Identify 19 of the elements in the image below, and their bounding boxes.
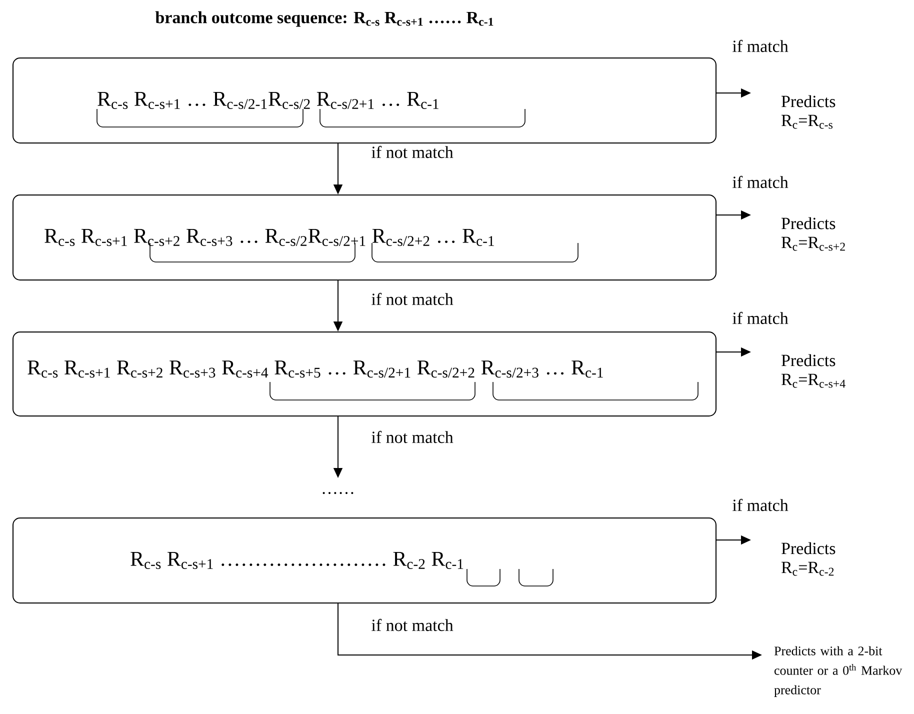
- edge-label: if not match: [372, 292, 454, 306]
- edge-label: if not match: [372, 618, 454, 632]
- sequence-box: R$_{c-s}$ R$_{c-s+1}$ …………………… R$_{c-2}$ R$_{c-1}$: [12, 518, 716, 604]
- sequence-box: R$_{c-s}$ R$_{c-s+1}$ R$_{c-s+2}$ R$_{c-s+3}$ R$_{c-s+4}$ R$_{c-s+5}$ … R$_{c-s/2+1}$ R$_{c-s/2+2}$ R$_{c-s/2+3}$ … R$_{c-1}$: [12, 332, 716, 416]
- ellipsis-text: ……: [322, 492, 354, 494]
- edge-label: if match: [732, 176, 788, 188]
- prediction-text: Predicts with a 2-bit counter or a 0$^{th}$ Markov predictor: [774, 646, 902, 697]
- edge-label: if not match: [372, 146, 454, 158]
- edge-label: if match: [732, 498, 788, 512]
- prediction-text: Predicts R$_{c}$=R$_{c-s+4}$: [782, 354, 846, 388]
- sequence-box: R$_{c-s}$ R$_{c-s+1}$ R$_{c-s+2}$ R$_{c-s+3}$ … R$_{c-s/2}$R$_{c-s/2+1}$ R$_{c-s/2+2}$ … R$_{c-1}$: [12, 194, 716, 280]
- edge-label: if match: [732, 312, 788, 324]
- title: branch outcome sequence: R$_{c-s}$ R$_{c-s+1}$ …… R$_{c-1}$: [155, 11, 494, 27]
- edge-label: if not match: [372, 430, 454, 444]
- prediction-text: Predicts R$_{c}$=R$_{c-s+2}$: [782, 217, 845, 251]
- prediction-text: Predicts R$_{c}$=R$_{c-s}$: [782, 95, 836, 129]
- edge-label: if match: [732, 40, 788, 52]
- sequence-box: R$_{c-s}$ R$_{c-s+1}$ … R$_{c-s/2-1}$R$_{c-s/2}$ R$_{c-s/2+1}$ … R$_{c-1}$: [12, 58, 716, 144]
- prediction-text: Predicts R$_{c}$=R$_{c-2}$: [782, 542, 836, 576]
